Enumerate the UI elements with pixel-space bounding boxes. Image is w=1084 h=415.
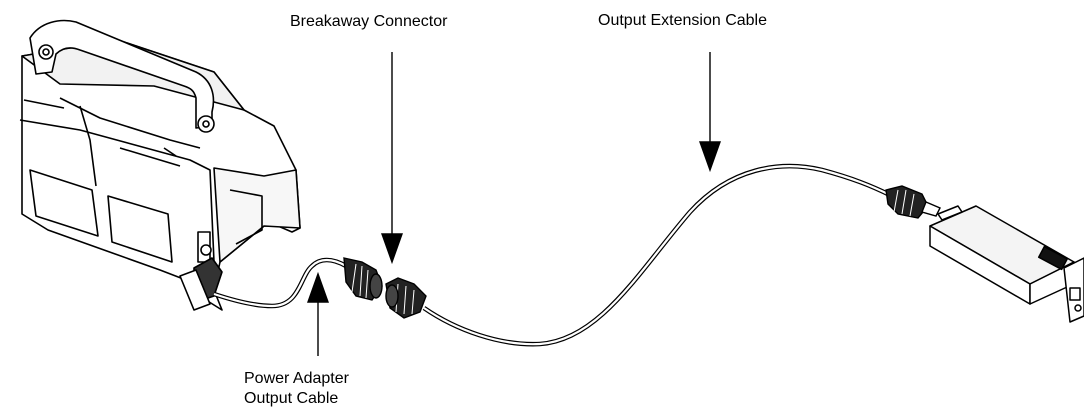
device-handle [29, 19, 215, 129]
breakaway-connector-label: Breakaway Connector [290, 13, 448, 30]
device-illustration [19, 19, 301, 311]
cable-power-inner [213, 258, 347, 308]
output-extension-cable-label: Output Extension Cable [598, 12, 767, 29]
power-adapter-label-line1: Power Adapter [244, 370, 349, 387]
adapter-tab [937, 205, 963, 221]
power-adapter-label-line2: Output Cable [244, 390, 339, 407]
power-adapter-unit [929, 205, 1084, 323]
device-pocket-right [107, 195, 173, 263]
cable-ext-inner [423, 165, 893, 346]
extension-end-connector [885, 185, 941, 219]
device-front-line-2 [23, 99, 97, 187]
device-side-panel [213, 167, 301, 263]
device-side-detail [229, 189, 263, 245]
adapter-screw [1074, 304, 1082, 312]
adapter-socket [1069, 287, 1081, 301]
end-connector-tip [921, 201, 941, 217]
adapter-label [1037, 245, 1069, 271]
extension-cable [422, 163, 894, 347]
power-adapter-cable [213, 257, 348, 309]
connector-right-face [385, 284, 399, 308]
callout-arrows [307, 52, 721, 356]
power-adapter-output-cable-label: Power Adapter Output Cable [244, 369, 349, 409]
breakaway-connector-illustration [343, 257, 427, 319]
handle-pivot-left-inner [42, 48, 50, 56]
device-strap [119, 147, 181, 167]
device-foot [179, 269, 211, 311]
arrow-extension-head [699, 141, 721, 173]
connector-left-ribs [351, 263, 369, 299]
handle-pivot-right-inner [202, 120, 210, 128]
device-front-panel [19, 119, 215, 263]
cable-ext-outer [422, 163, 894, 347]
connector-left-face [369, 273, 383, 299]
device-pocket-left [29, 169, 99, 237]
port-ring [200, 244, 212, 256]
end-connector-body [885, 185, 929, 219]
arrow-power-head [307, 271, 329, 303]
arrow-breakaway-head [381, 233, 403, 265]
end-connector-ribs [893, 189, 915, 217]
